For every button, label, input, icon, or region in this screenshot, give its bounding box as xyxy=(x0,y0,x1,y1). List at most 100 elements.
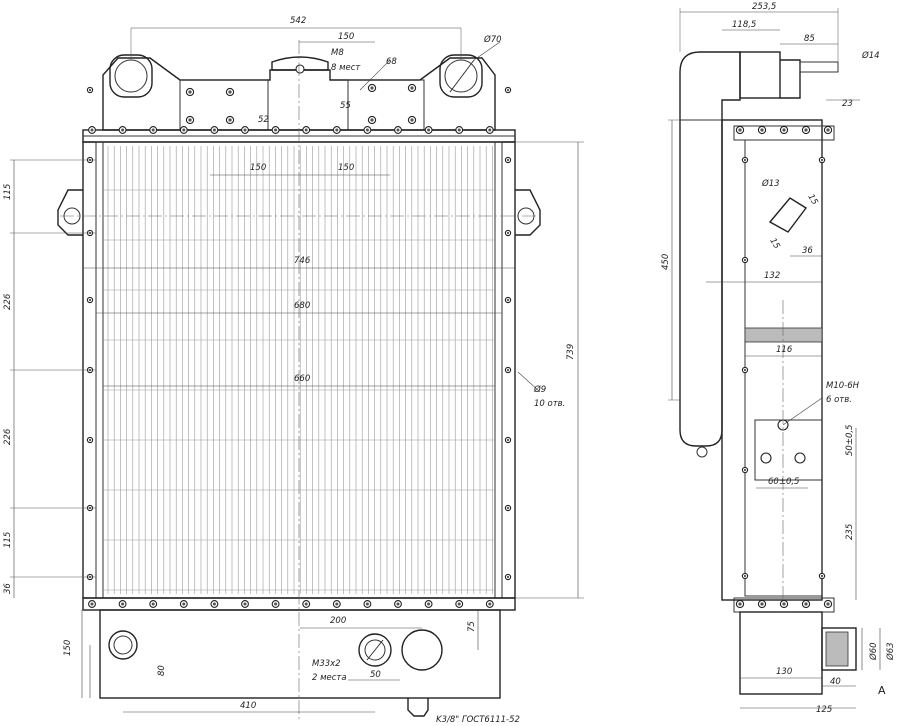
dim-phi60: Ø60 xyxy=(868,642,879,661)
dim-15a: 15 xyxy=(805,193,819,207)
bottom-tank xyxy=(99,609,501,699)
bolt-center xyxy=(304,128,308,132)
bolt-center xyxy=(121,602,125,606)
bolt-center xyxy=(488,128,492,132)
bolt-center xyxy=(743,158,747,162)
dim-36-side: 36 xyxy=(802,246,813,256)
left-pipe-outline xyxy=(109,54,153,98)
bolt-center xyxy=(243,128,247,132)
bolt-center xyxy=(370,118,374,122)
outlet-pipe xyxy=(401,629,443,671)
dim-150-right: 150 xyxy=(338,163,354,173)
right-pipe-inner xyxy=(444,59,478,93)
bolt-center xyxy=(506,88,510,92)
side-view: 253,5 118,5 85 Ø14 23 450 Ø13 15 15 36 1… xyxy=(661,2,896,715)
bolt-center xyxy=(782,602,786,606)
core-fins xyxy=(103,146,495,594)
bolt-center xyxy=(738,602,742,606)
bolt-center xyxy=(396,602,400,606)
bolt-center xyxy=(506,158,510,162)
bolt-center xyxy=(228,90,232,94)
bolt-center xyxy=(151,128,155,132)
bolt-center xyxy=(506,368,510,372)
bolt-center xyxy=(365,128,369,132)
bolt-center xyxy=(506,231,510,235)
side-bolts xyxy=(735,125,833,609)
dim-thread-count: 8 мест xyxy=(331,63,361,73)
dim-bolt-spacing-top: 150 xyxy=(338,32,354,42)
dim-40: 40 xyxy=(830,677,841,687)
bolt-center xyxy=(182,128,186,132)
dim-253: 253,5 xyxy=(752,2,776,12)
dim-410: 410 xyxy=(240,701,256,711)
bolt-center xyxy=(90,128,94,132)
bolt-center xyxy=(88,88,92,92)
bolt-center xyxy=(427,128,431,132)
dim-739: 739 xyxy=(566,344,576,360)
bolt-center xyxy=(506,298,510,302)
bolt-center xyxy=(820,158,824,162)
dim-drain-note: K3/8" ГОСТ6111-52 xyxy=(436,715,520,725)
bolt-center xyxy=(743,574,747,578)
dim-450: 450 xyxy=(661,254,671,270)
middle-fitting-diagonal xyxy=(366,639,384,661)
bolt-center xyxy=(506,438,510,442)
middle-fitting xyxy=(358,633,392,667)
bolt-center xyxy=(151,602,155,606)
bolt-center xyxy=(427,602,431,606)
dim-phi70: Ø70 xyxy=(483,34,502,45)
side-dimension-lines xyxy=(668,8,881,709)
side-dimension-labels: 253,5 118,5 85 Ø14 23 450 Ø13 15 15 36 1… xyxy=(661,2,896,715)
dim-150-bottom: 150 xyxy=(63,640,73,656)
upper-pipe-stub xyxy=(780,59,801,99)
dim-hole-count: 10 отв. xyxy=(534,399,565,409)
dim-50-tol: 50±0,5 xyxy=(845,425,855,456)
m10-hole-right xyxy=(794,452,806,464)
bolt-center xyxy=(90,602,94,606)
dim-80: 80 xyxy=(157,665,167,676)
dim-132: 132 xyxy=(764,271,780,281)
bolt-center xyxy=(826,602,830,606)
side-lower-tank xyxy=(739,611,823,695)
dim-75: 75 xyxy=(467,621,477,632)
bolt-center xyxy=(760,602,764,606)
dim-680: 680 xyxy=(294,301,310,311)
side-body-upper xyxy=(721,119,823,601)
bolt-center xyxy=(88,438,92,442)
side-fin-section xyxy=(744,327,823,343)
dim-phi13: Ø13 xyxy=(761,178,780,189)
upper-pipe-box xyxy=(739,51,781,99)
bolt-center xyxy=(365,602,369,606)
front-dimension-lines xyxy=(10,27,584,713)
bolt-center xyxy=(228,118,232,122)
dim-115-bottom: 115 xyxy=(3,532,13,548)
outlet-pipe-section xyxy=(825,631,849,667)
left-bracket xyxy=(57,189,83,236)
side-bracket xyxy=(768,197,808,233)
dim-phi9: Ø9 xyxy=(533,384,546,395)
dim-150-left: 150 xyxy=(250,163,266,173)
dim-23: 23 xyxy=(842,99,853,109)
mounting-plate xyxy=(754,419,823,481)
dim-phi14: Ø14 xyxy=(861,50,880,61)
bolt-center xyxy=(188,90,192,94)
filler-cap-bolt xyxy=(295,64,305,74)
bolt-center xyxy=(457,602,461,606)
dim-115-top: 115 xyxy=(3,184,13,200)
expansion-tank xyxy=(679,51,741,447)
dim-116: 116 xyxy=(776,345,793,355)
tank-drain xyxy=(696,446,708,458)
dim-226-a: 226 xyxy=(3,293,13,310)
dim-50: 50 xyxy=(370,670,381,680)
dim-overall-width: 542 xyxy=(290,16,306,26)
bolt-center xyxy=(488,602,492,606)
top-tank-outline xyxy=(102,57,496,131)
bolt-center xyxy=(782,128,786,132)
dim-68: 68 xyxy=(386,57,397,67)
view-letter-a: A xyxy=(878,684,886,697)
bolt-center xyxy=(826,128,830,132)
dim-thread-m8: M8 xyxy=(331,48,344,58)
bolt-center xyxy=(457,128,461,132)
bolt-center xyxy=(804,602,808,606)
